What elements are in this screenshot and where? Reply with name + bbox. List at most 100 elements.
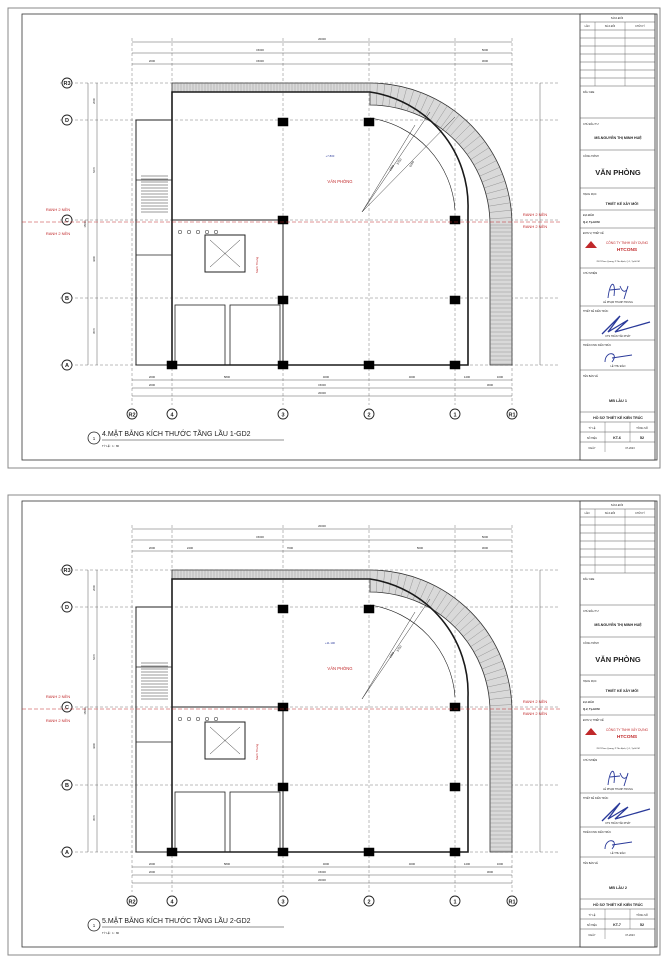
- architect-label: THIẾT KẾ KIẾN TRÚC: [583, 310, 609, 313]
- axis-bubble: [61, 779, 73, 791]
- dimension-text: 15000: [256, 535, 264, 539]
- chief-name: LÊ PHẠM THANH TRUNG: [603, 788, 633, 791]
- axis-bubble: [363, 408, 375, 420]
- hatch-line: [481, 660, 503, 670]
- dimension-text: 1600: [497, 375, 504, 379]
- boundary-label: RANH 2 NỀN: [523, 224, 547, 229]
- sheet-scale: TỶ LỆ : 1 : 80: [102, 930, 120, 935]
- structural-column: [277, 604, 289, 614]
- dimension-text: 20000: [318, 391, 326, 395]
- balcony-hatch: [171, 82, 513, 366]
- structural-column: [449, 215, 461, 225]
- structural-column: [277, 117, 289, 127]
- hatch-line: [424, 98, 435, 119]
- hatch-line: [388, 571, 393, 594]
- dimension-text: 5270: [92, 167, 96, 173]
- architect-name: KTS TRẦN TẤN PHÁT: [605, 335, 631, 338]
- hatch-line: [445, 601, 460, 619]
- radius-label: 6250: [408, 160, 415, 168]
- detail-bubble: [87, 918, 101, 932]
- elevator: [204, 721, 246, 760]
- location-label: ĐỊA ĐIỂM: [583, 214, 594, 217]
- dimension-text: 2000: [149, 870, 156, 874]
- hatch-line: [454, 611, 471, 628]
- floor-plan: [135, 569, 513, 857]
- fixture: [213, 229, 219, 235]
- boundary-label: RANH 2 NỀN: [46, 694, 70, 699]
- dimension-text: 5800: [224, 375, 231, 379]
- axis-bubble: [61, 114, 73, 126]
- dimension-text: 1600: [497, 862, 504, 866]
- company-logo: [585, 728, 597, 735]
- fixture: [186, 229, 192, 235]
- structural-column: [449, 295, 461, 305]
- hatch-line: [424, 585, 435, 606]
- floor-plan: [135, 82, 513, 370]
- axis-label-row: A: [65, 850, 69, 856]
- structural-column: [449, 847, 461, 857]
- radius-line: [361, 611, 416, 700]
- elevator-cross: [209, 239, 241, 268]
- hatch-line: [400, 87, 407, 110]
- stamp-label: DẤU CĐE: [583, 578, 595, 581]
- project-label: CÔNG TRÌNH: [583, 642, 599, 645]
- drawing-name: MB LẦU 1: [609, 399, 627, 403]
- hatch-line: [394, 573, 400, 595]
- drawing-code: KT-7: [613, 923, 621, 927]
- project-label: CÔNG TRÌNH: [583, 155, 599, 158]
- title-block-frame: [579, 13, 656, 461]
- company-logo: [585, 241, 597, 248]
- axis-bubble: [126, 408, 138, 420]
- company-address: 29 P.Phan Quang, P.Tân Định, Q.1, Tp.HCM: [596, 261, 639, 263]
- structural-column: [277, 360, 289, 370]
- elevator: [204, 234, 246, 273]
- hatch-line: [406, 576, 415, 598]
- service-core: [171, 706, 284, 853]
- location-label: ĐỊA ĐIỂM: [583, 701, 594, 704]
- location: Q.2, Tp.HCM: [583, 220, 600, 224]
- dimension-text: 3000: [482, 59, 489, 63]
- dimension-text: 20000: [318, 878, 326, 882]
- lobby-label: Sảnh Thang: [255, 257, 259, 274]
- radius-label: 4850: [388, 164, 395, 172]
- company-name: CÔNG TY TNHH XÂY DỰNG: [606, 727, 649, 732]
- axis-bubble: [61, 77, 73, 89]
- axis-label-col: 3: [281, 900, 284, 906]
- structural-column: [277, 782, 289, 792]
- dimension-text: 2000: [149, 59, 156, 63]
- hatch-line: [473, 153, 494, 166]
- radius-line: [361, 116, 456, 213]
- company-brand: HTCONS: [617, 247, 638, 253]
- dimension-text: 20000: [318, 524, 326, 528]
- owner-name: MS.NGUYỄN THỊ MINH HUỆ: [594, 622, 642, 627]
- signature: [601, 802, 651, 822]
- hatch-line: [400, 574, 407, 597]
- item-label: HẠNG MỤC: [583, 680, 597, 683]
- radius-line: [361, 598, 431, 700]
- dimension-text: 2000: [149, 862, 156, 866]
- designer-label: ĐƠN VỊ THIẾT KẾ: [583, 719, 604, 722]
- structural-column: [166, 847, 178, 857]
- exterior-wall: [171, 578, 469, 853]
- axis-label-col: 4: [170, 900, 174, 906]
- designer-label: ĐƠN VỊ THIẾT KẾ: [583, 232, 604, 235]
- inner-arc: [369, 604, 456, 698]
- exterior-wall: [171, 91, 469, 366]
- signature: [604, 353, 633, 363]
- project-name: VĂN PHÒNG: [595, 168, 641, 177]
- hatch-line: [488, 689, 511, 694]
- total-label: TỔNG SỐ: [636, 427, 648, 430]
- axis-bubble: [61, 601, 73, 613]
- axis-bubble: [61, 701, 73, 713]
- axis-bubble: [506, 408, 518, 420]
- hatch-line: [445, 114, 460, 132]
- dimension-text: 4600: [323, 862, 330, 866]
- hatch-line: [406, 89, 415, 111]
- detail-number: 1: [93, 923, 96, 928]
- deploy-label: TRIỂN KHAI KIẾN TRÚC: [583, 344, 611, 347]
- hatch-line: [485, 675, 508, 682]
- drawing-label: TÊN BẢN VẼ: [583, 375, 598, 378]
